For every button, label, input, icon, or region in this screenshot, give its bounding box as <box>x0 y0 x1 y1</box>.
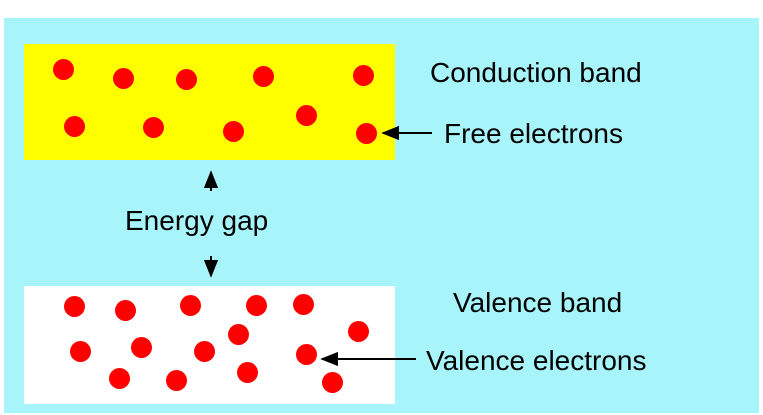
valence-electrons-label: Valence electrons <box>426 345 647 376</box>
valence-electron <box>321 371 343 393</box>
valence-electron <box>295 343 317 365</box>
valence-electron <box>292 293 314 315</box>
valence-electron <box>236 361 258 383</box>
valence-band-box <box>24 286 395 404</box>
valence-electron <box>347 320 369 342</box>
conduction-electron <box>175 68 197 90</box>
conduction-electron <box>112 67 134 89</box>
valence-electron <box>114 299 136 321</box>
conduction-electron <box>295 104 317 126</box>
valence-electron <box>227 323 249 345</box>
valence-electron <box>108 367 130 389</box>
conduction-electron <box>142 116 164 138</box>
free-electron <box>355 122 377 144</box>
valence-electron <box>63 295 85 317</box>
conduction-electron <box>222 120 244 142</box>
conduction-electron <box>352 64 374 86</box>
conduction-electron <box>63 115 85 137</box>
valence-electron <box>165 369 187 391</box>
valence-electron <box>69 340 91 362</box>
valence-band-label: Valence band <box>453 287 623 318</box>
energy-band-diagram: Conduction band Free electrons Energy ga… <box>4 17 759 413</box>
valence-electron <box>245 294 267 316</box>
conduction-band-label: Conduction band <box>430 57 642 88</box>
arrows-layer <box>203 125 432 367</box>
energy-gap-label: Energy gap <box>125 205 269 236</box>
conduction-electron <box>52 58 74 80</box>
conduction-band-box <box>24 44 395 160</box>
conduction-electron <box>252 65 274 87</box>
valence-electron <box>130 336 152 358</box>
valence-electron <box>179 294 201 316</box>
free-electrons-label: Free electrons <box>444 118 623 149</box>
valence-electron <box>193 340 215 362</box>
